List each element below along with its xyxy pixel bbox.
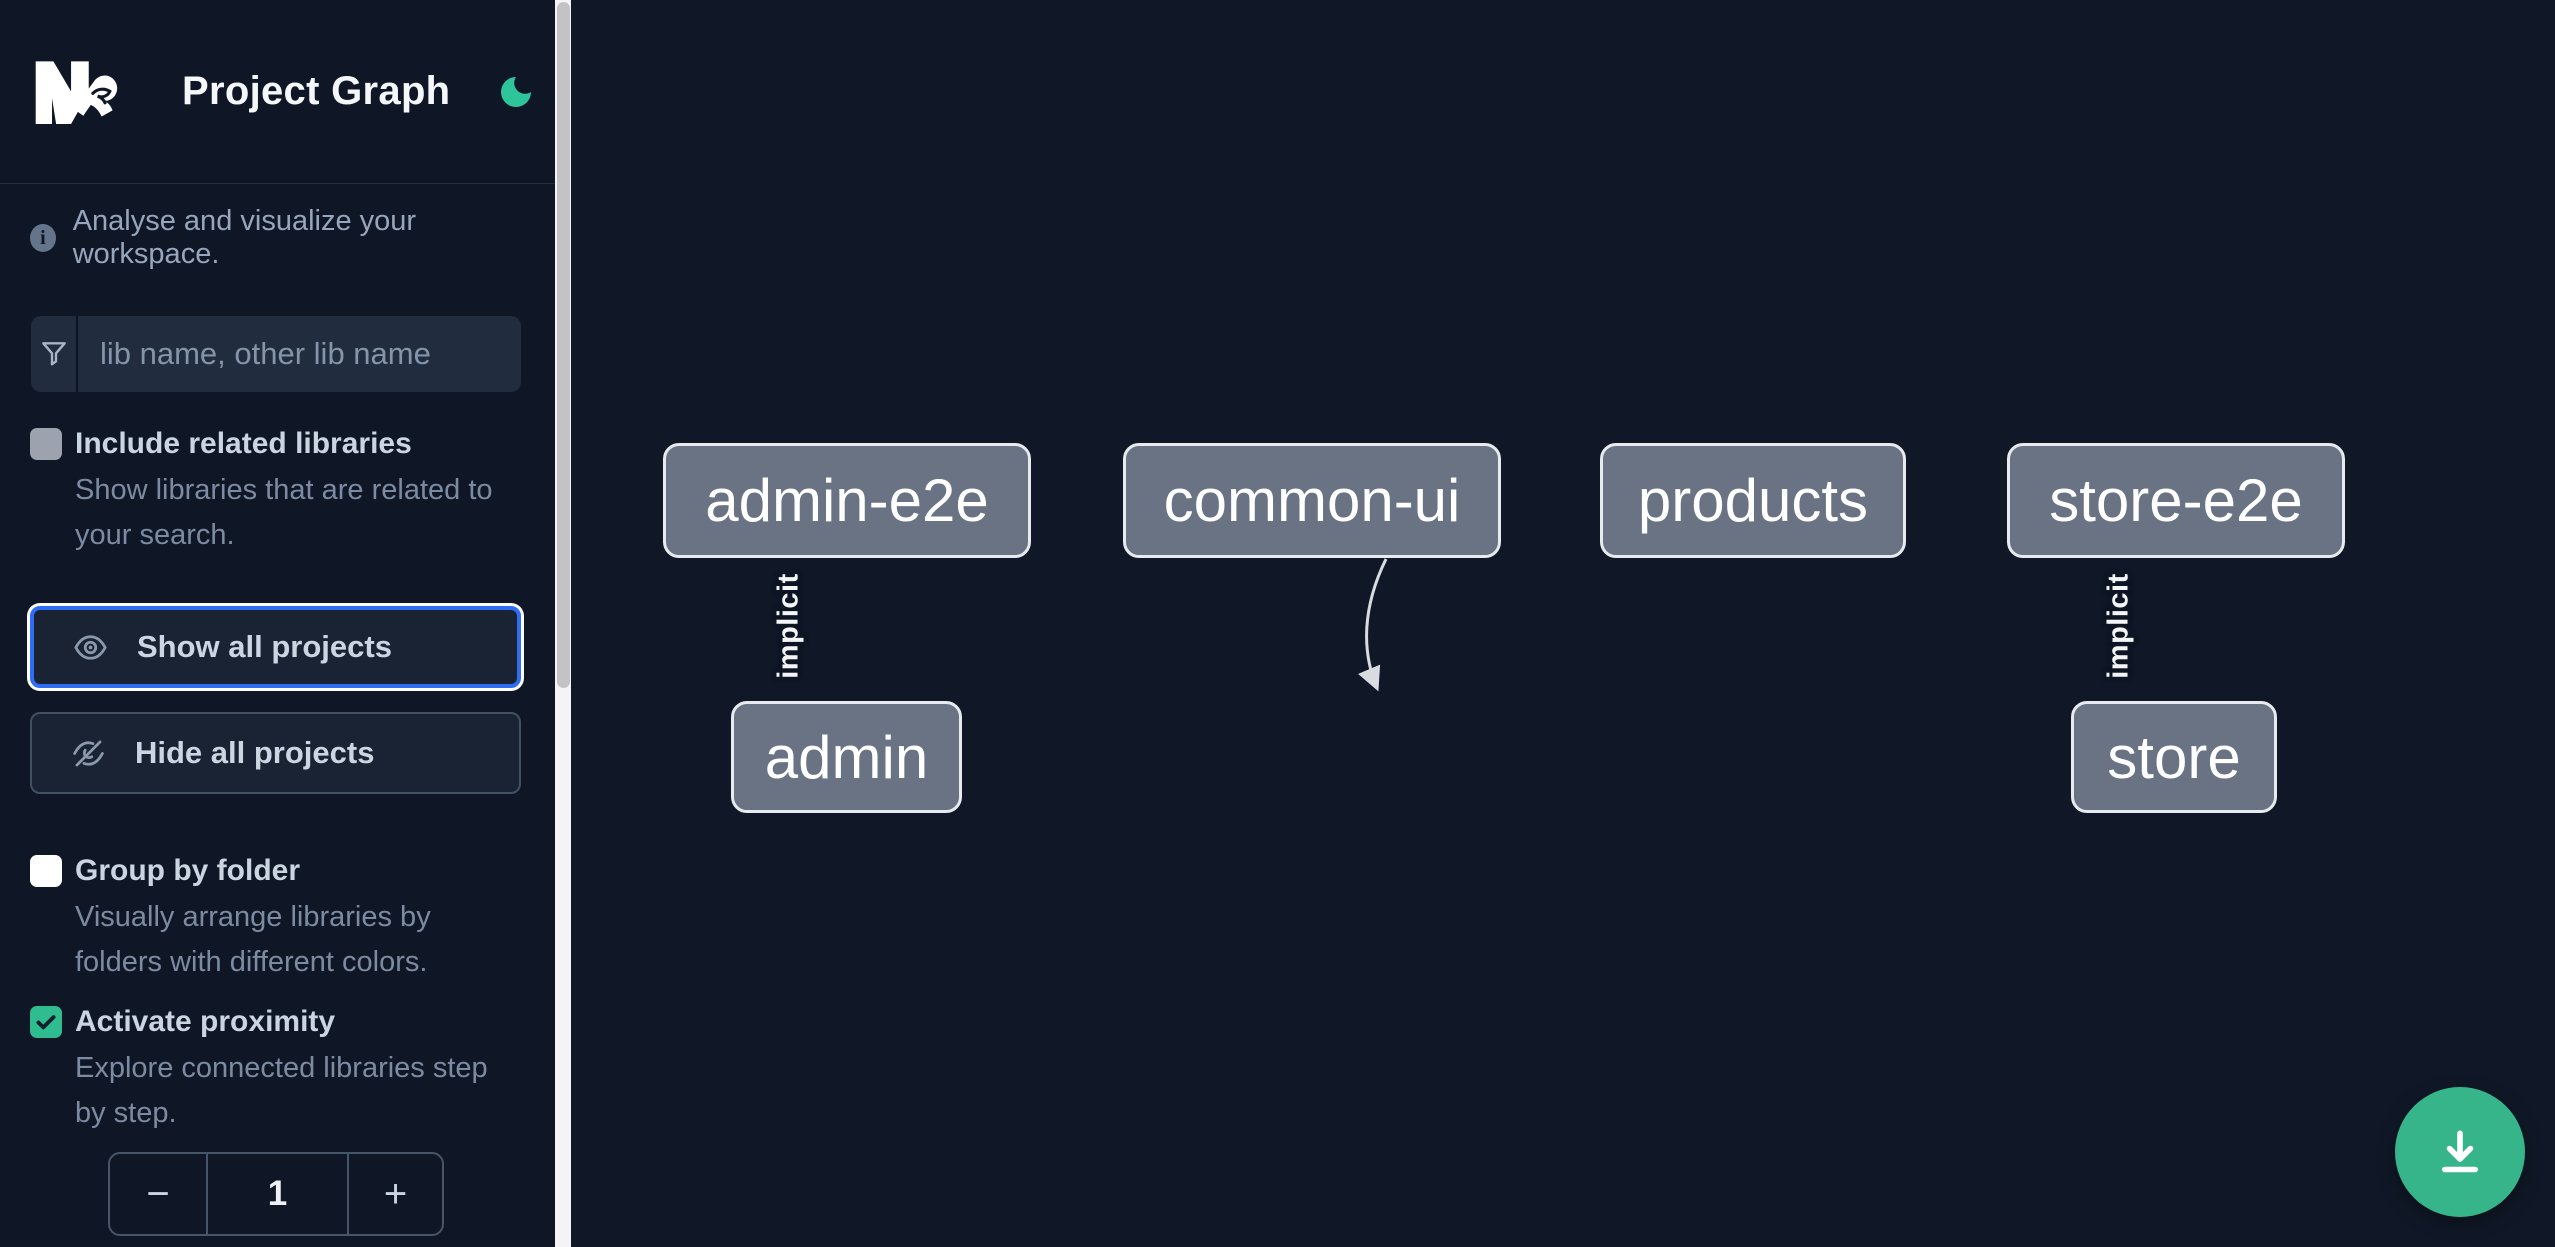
download-image-button[interactable] (2395, 1087, 2525, 1217)
graph-node-admin[interactable]: admin (731, 701, 962, 813)
sidebar-scrollbar-thumb[interactable] (556, 2, 570, 688)
include-related-label: Include related libraries (75, 427, 412, 460)
sidebar: Project Graph i Analyse and visualize yo… (0, 0, 555, 1247)
include-related-checkbox[interactable] (30, 428, 62, 460)
activate-proximity-option: Activate proximity Explore connected lib… (30, 1004, 530, 1136)
page-title: Project Graph (182, 69, 451, 113)
show-all-projects-label: Show all projects (137, 629, 392, 664)
proximity-depth-value[interactable]: 1 (267, 1174, 288, 1213)
include-related-option: Include related libraries Show libraries… (30, 426, 530, 558)
hide-all-projects-button[interactable]: Hide all projects (30, 712, 521, 794)
group-by-folder-description: Visually arrange libraries by folders wi… (75, 901, 431, 978)
sidebar-scrollbar-track (555, 0, 571, 1247)
graph-node-store[interactable]: store (2071, 701, 2277, 813)
tagline-row: i Analyse and visualize your workspace. (30, 205, 530, 271)
graph-node-products[interactable]: products (1600, 443, 1906, 558)
funnel-icon (31, 316, 78, 392)
sidebar-header: Project Graph (0, 0, 555, 184)
filter-input[interactable] (78, 316, 521, 392)
hide-all-projects-label: Hide all projects (135, 735, 375, 770)
edge-label-implicit: implicit (772, 573, 805, 679)
graph-node-common-ui[interactable]: common-ui (1123, 443, 1501, 558)
graph-edges (1358, 558, 1388, 692)
group-by-folder-label: Group by folder (75, 854, 300, 887)
increment-button[interactable]: + (347, 1154, 442, 1234)
activate-proximity-description: Explore connected libraries step by step… (75, 1052, 488, 1129)
tagline-text: Analyse and visualize your workspace. (72, 205, 417, 270)
download-icon (2432, 1124, 2488, 1180)
eye-off-icon (70, 735, 107, 772)
edge-admin-e2e-admin (1358, 558, 1388, 692)
graph-canvas[interactable] (571, 0, 2555, 1247)
proximity-depth-stepper: − 1 + (108, 1152, 444, 1236)
nx-logo (35, 60, 118, 124)
group-by-folder-option: Group by folder Visually arrange librari… (30, 853, 530, 985)
eye-icon (72, 629, 109, 666)
graph-node-admin-e2e[interactable]: admin-e2e (663, 443, 1031, 558)
graph-node-store-e2e[interactable]: store-e2e (2007, 443, 2345, 558)
check-icon (36, 1015, 56, 1030)
filter-box (31, 316, 521, 392)
activate-proximity-checkbox[interactable] (30, 1006, 62, 1038)
include-related-description: Show libraries that are related to your … (75, 474, 493, 551)
show-all-projects-button[interactable]: Show all projects (30, 606, 521, 688)
group-by-folder-checkbox[interactable] (30, 855, 62, 887)
edge-label-implicit: implicit (2102, 573, 2135, 679)
theme-toggle-button[interactable] (496, 70, 540, 114)
activate-proximity-label: Activate proximity (75, 1005, 336, 1038)
decrement-button[interactable]: − (110, 1154, 208, 1234)
moon-icon (496, 72, 540, 112)
info-icon: i (30, 224, 56, 252)
